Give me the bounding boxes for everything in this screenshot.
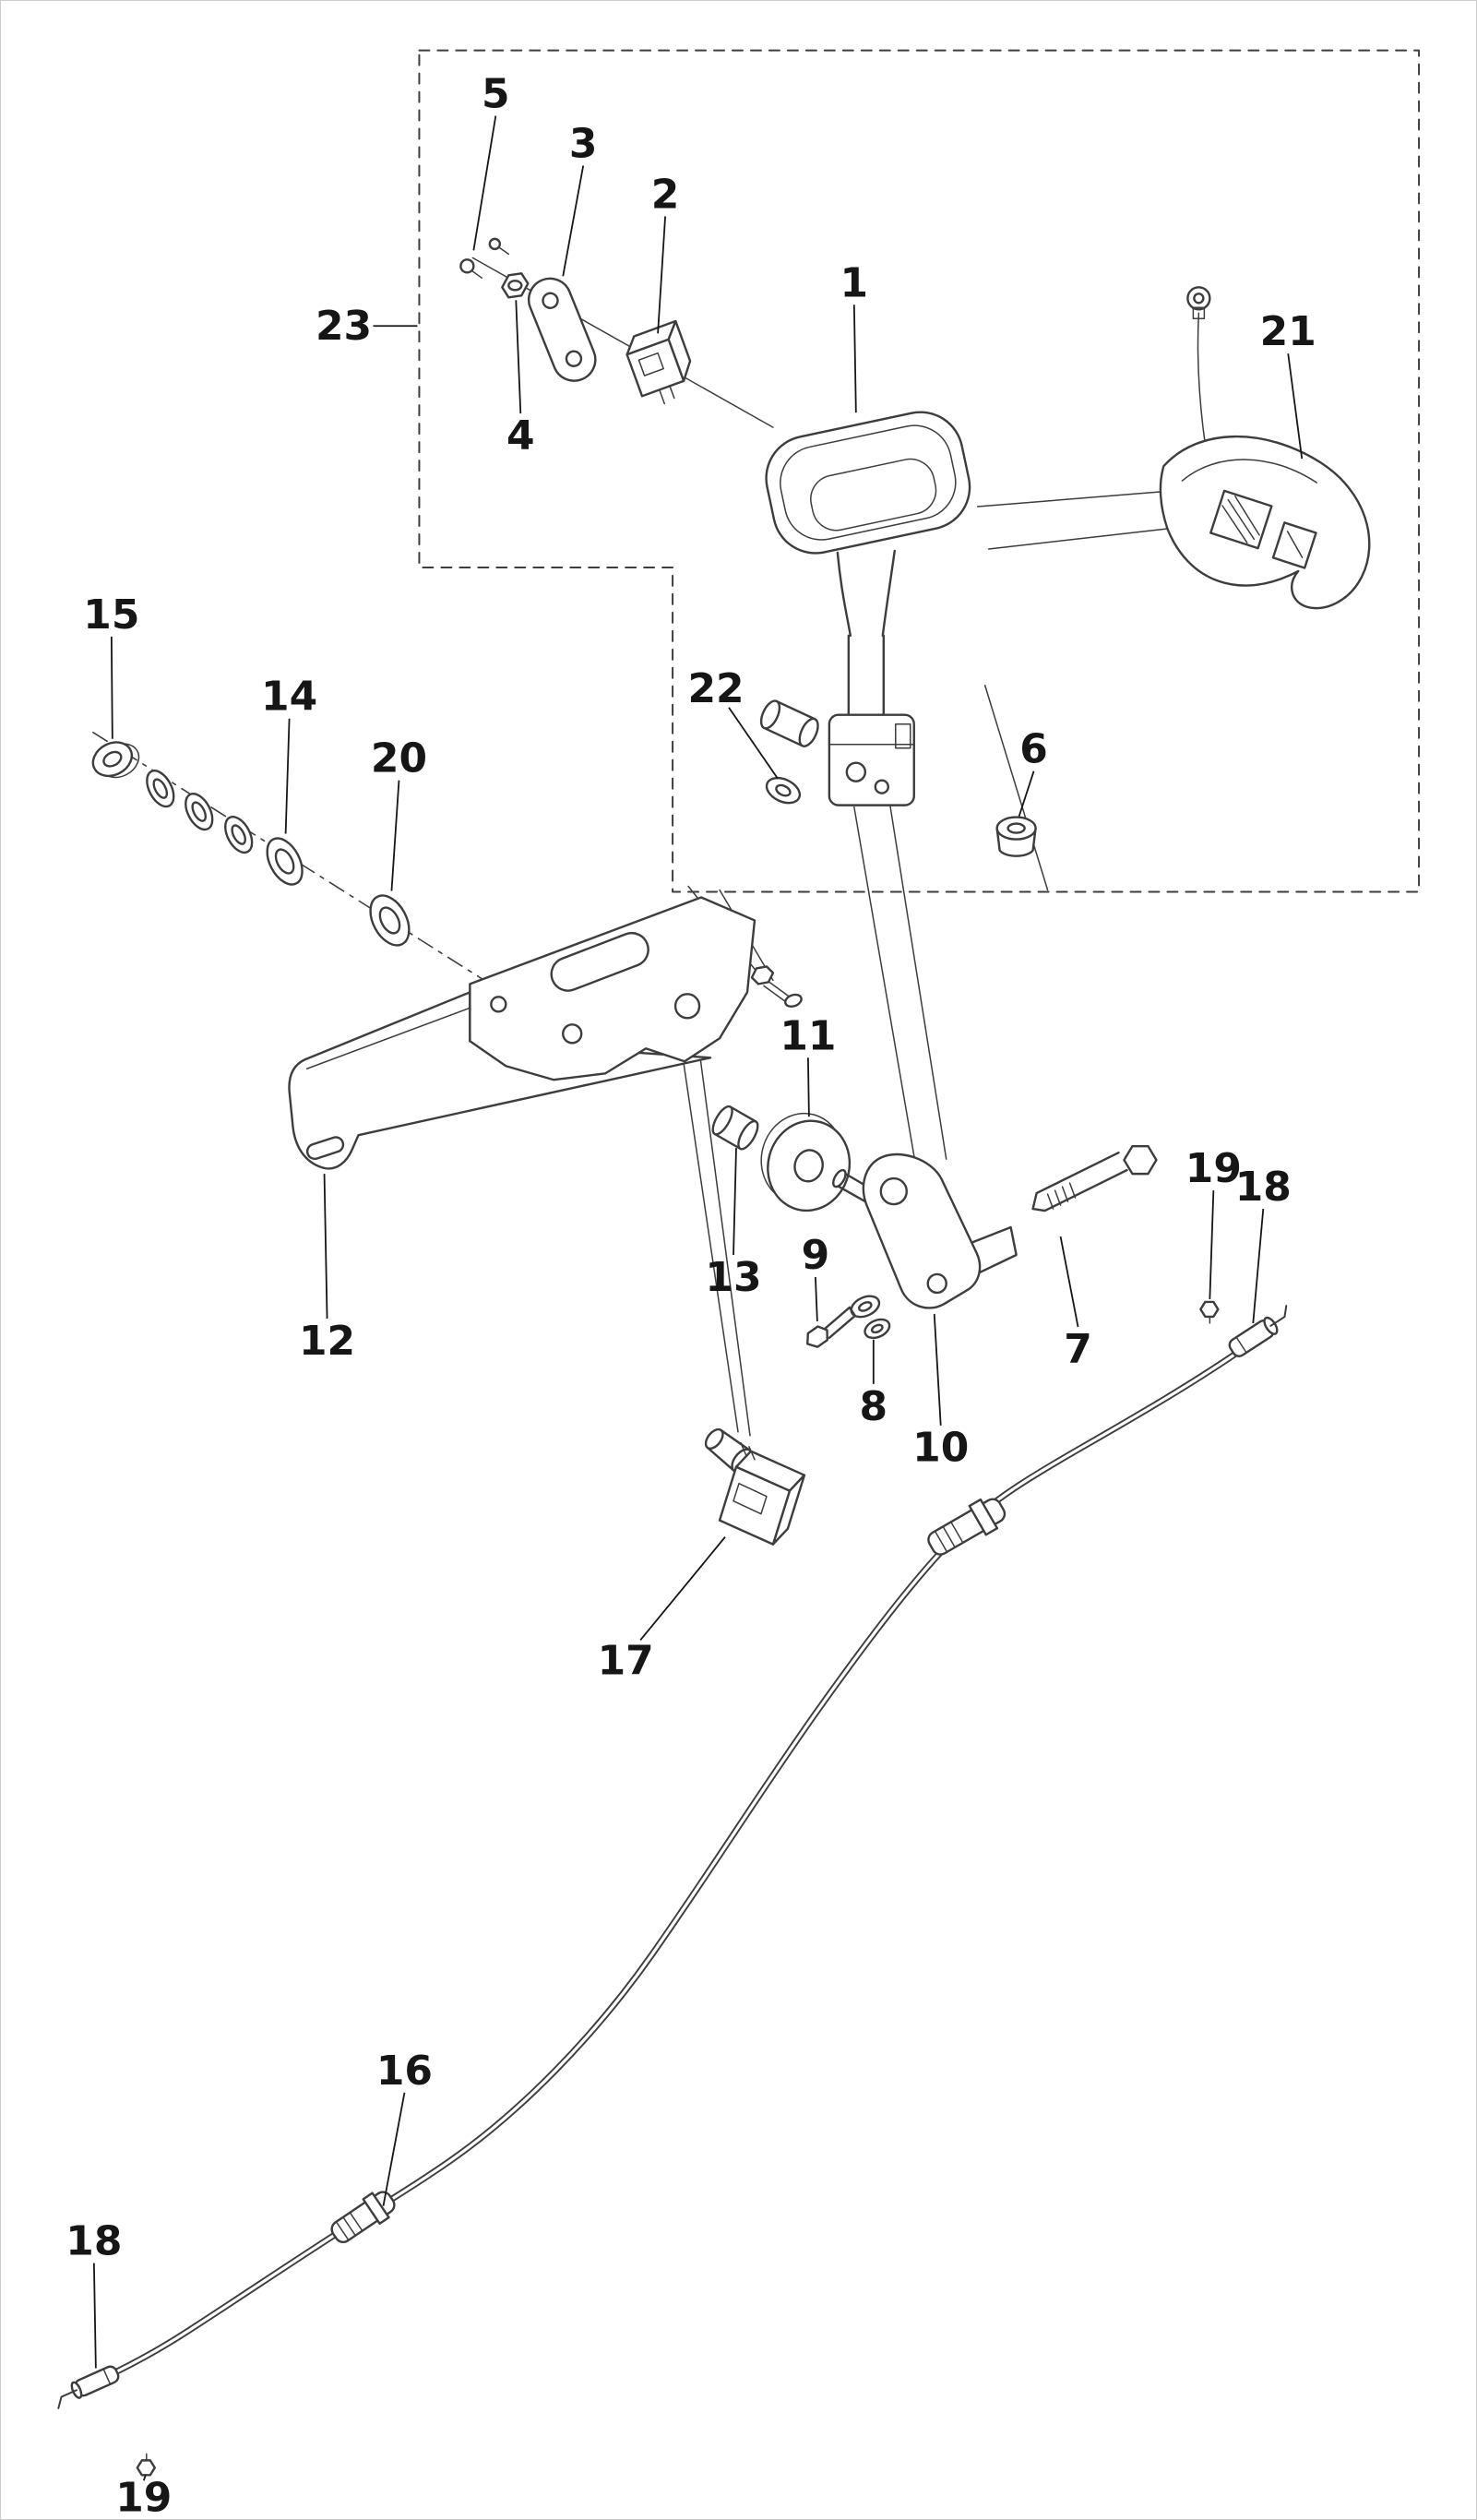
part-19-lower-screw <box>136 2453 156 2477</box>
part-15-nut <box>91 741 140 779</box>
callout-leader-22 <box>728 707 779 780</box>
part-number-18: 18 <box>66 2218 122 2265</box>
part-number-12: 12 <box>299 1318 355 1365</box>
part-number-13: 13 <box>705 1254 761 1301</box>
part-21-handlebar-grip <box>1159 286 1371 610</box>
part-12-bracket <box>288 896 803 1170</box>
callout-leader-15 <box>110 636 113 739</box>
part-19-upper-screw <box>1199 1300 1220 1324</box>
part-18-lower-fitting <box>57 2365 120 2409</box>
part-8-washers <box>850 1295 891 1340</box>
callout-leader-11 <box>807 1057 810 1117</box>
callout-leader-6 <box>1018 770 1035 817</box>
part-17-switch <box>704 1427 806 1546</box>
part-5-screws <box>459 237 510 280</box>
part-6-nut <box>995 816 1037 857</box>
cable-adjuster-lower <box>330 2191 396 2244</box>
part-2-contact-block <box>625 319 692 405</box>
part-3-plate <box>527 277 597 382</box>
callout-leader-18 <box>1252 1208 1265 1323</box>
callout-leader-1 <box>852 305 857 413</box>
part-number-1: 1 <box>840 259 869 306</box>
callout-leader-7 <box>1059 1236 1079 1328</box>
callout-leader-13 <box>733 1148 737 1256</box>
part-22-pin-and-washer <box>759 699 819 805</box>
part-number-23: 23 <box>316 303 372 350</box>
part-number-15: 15 <box>83 591 139 639</box>
part-number-14: 14 <box>261 674 317 721</box>
callout-leader-3 <box>562 165 585 277</box>
part-14-washer <box>266 837 304 886</box>
part-number-22: 22 <box>687 665 744 712</box>
callout-leader-2 <box>657 216 666 334</box>
callout-leader-12 <box>323 1174 328 1319</box>
part-10-lever <box>862 1153 1018 1309</box>
part-20-washer <box>369 894 411 947</box>
part-4-nut <box>501 272 530 299</box>
part-16-cable <box>97 1343 1250 2383</box>
part-number-3: 3 <box>569 120 598 167</box>
part-number-4: 4 <box>506 412 535 460</box>
part-number-2: 2 <box>651 171 680 218</box>
part-number-5: 5 <box>482 71 510 118</box>
callout-leader-5 <box>472 115 497 251</box>
callout-leader-21 <box>1287 353 1304 460</box>
part-number-7: 7 <box>1064 1326 1092 1373</box>
part-number-9: 9 <box>802 1232 830 1279</box>
part-number-6: 6 <box>1019 726 1048 773</box>
callout-leader-16 <box>382 2092 406 2206</box>
part-number-16: 16 <box>376 2048 433 2095</box>
callout-leader-20 <box>390 780 400 891</box>
part-number-10: 10 <box>912 1425 969 1472</box>
part-number-19: 19 <box>115 2474 172 2519</box>
callout-leader-14 <box>284 718 291 834</box>
callout-leader-10 <box>933 1313 942 1426</box>
part-11-washer <box>760 1112 852 1212</box>
part-number-20: 20 <box>371 735 427 782</box>
callout-leader-4 <box>515 300 522 414</box>
part-number-8: 8 <box>860 1383 888 1430</box>
part-18-upper-fitting <box>1228 1305 1288 1357</box>
part-number-11: 11 <box>780 1012 836 1059</box>
part-13-bushing <box>711 1105 759 1151</box>
bracket-mounting-bolt <box>750 965 803 1008</box>
part-7-bolt <box>1031 1144 1158 1212</box>
part-9-screw <box>806 1306 857 1348</box>
callout-leader-17 <box>639 1536 726 1642</box>
callout-leader-19 <box>142 2475 147 2481</box>
callout-leader-19 <box>1209 1190 1215 1299</box>
part-number-18: 18 <box>1235 1164 1292 1211</box>
cable-adjuster-upper <box>927 1498 1007 1556</box>
part-1-control-lever <box>765 411 971 806</box>
part-number-17: 17 <box>598 1637 654 1684</box>
part-number-21: 21 <box>1260 308 1316 355</box>
spacer-washers <box>146 770 254 854</box>
callout-leader-9 <box>814 1276 818 1321</box>
part-number-19: 19 <box>1185 1145 1242 1192</box>
callout-leader-18 <box>92 2263 97 2369</box>
assembly-group-boundary <box>418 49 1421 893</box>
